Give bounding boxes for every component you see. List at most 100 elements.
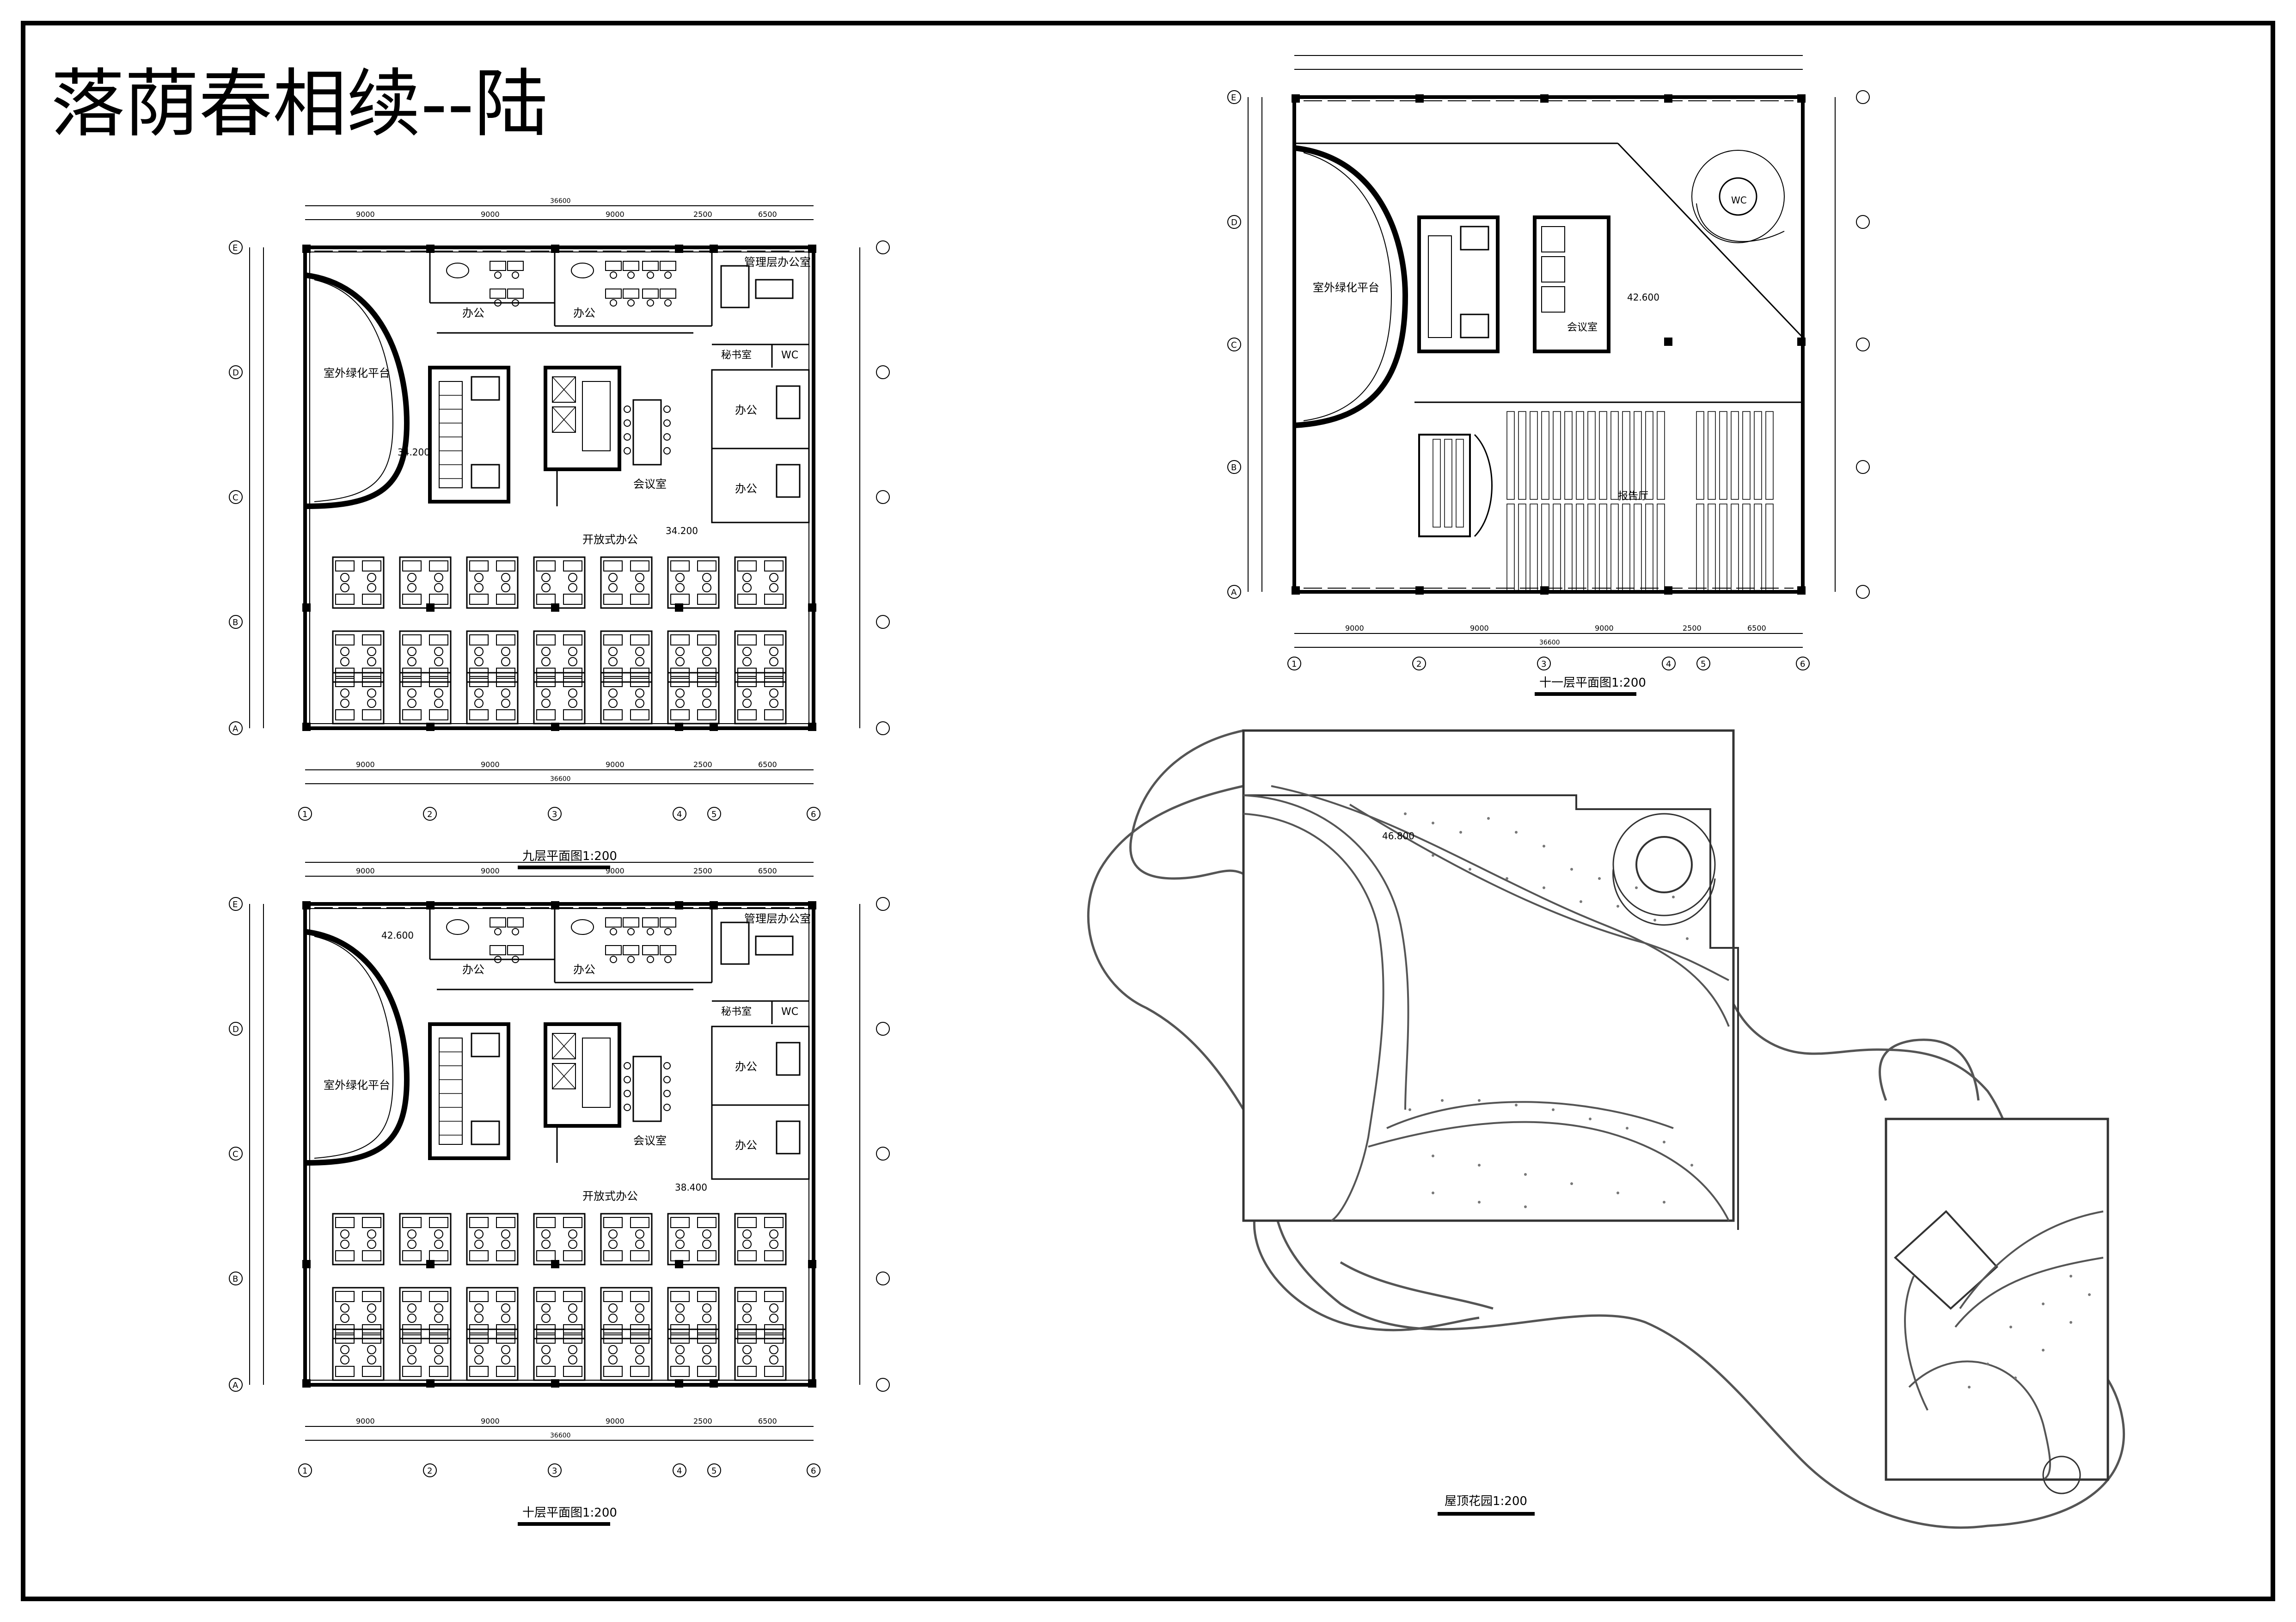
room-wc: WC (781, 350, 798, 361)
dim-bay: 2500 (693, 866, 712, 875)
room-secretary: 秘书室 (721, 350, 752, 361)
dim-bay: 2500 (693, 760, 712, 769)
axis-col: 4 (677, 810, 682, 819)
dim-bay: 6500 (758, 866, 777, 875)
plan-10f: 室外绿化平台 办公 办公 管理层办公室 秘书室 WC 办公 办公 会议室 开放式… (229, 862, 890, 1526)
dim-bay: 9000 (481, 866, 500, 875)
room-lounge: 会议室 (1567, 322, 1598, 333)
axis-row: E (233, 243, 238, 253)
dim-bay: 2500 (693, 210, 712, 219)
room-meeting: 会议室 (633, 478, 667, 491)
room-office-d: 办公 (735, 1139, 757, 1152)
axis-row: E (1231, 93, 1236, 103)
room-open-office: 开放式办公 (582, 1190, 638, 1203)
axis-row: D (1231, 218, 1237, 227)
axis-row: A (233, 1381, 239, 1390)
axis-col: 6 (811, 1466, 816, 1476)
dim-bay: 9000 (481, 760, 500, 769)
plan-roof-garden: 46.800 屋顶花园1:200 (1087, 729, 2125, 1529)
dim-bay: 9000 (606, 210, 625, 219)
room-secretary: 秘书室 (721, 1006, 752, 1018)
caption-underline (1438, 1512, 1535, 1516)
plan-caption: 九层平面图1:200 (522, 849, 617, 863)
sheet-title: 落荫春相续--陆 (51, 61, 548, 147)
dim-bay: 6500 (1747, 624, 1766, 633)
room-office-a: 办公 (462, 963, 484, 976)
room-mgmt: 管理层办公室 (744, 256, 811, 269)
room-office-b: 办公 (573, 307, 595, 319)
dim-bay: 9000 (1595, 624, 1614, 633)
dim-total: 36600 (550, 197, 571, 205)
axis-row: B (233, 1274, 238, 1284)
axis-row: A (233, 724, 239, 734)
elevation-mark: 34.200 (666, 525, 698, 536)
dim-bay: 6500 (758, 1417, 777, 1425)
plan-caption: 屋顶花园1:200 (1445, 1494, 1527, 1508)
room-office-b: 办公 (573, 963, 595, 976)
dim-bay: 9000 (481, 1417, 500, 1425)
axis-col: 4 (1666, 659, 1671, 669)
room-terrace: 室外绿化平台 (324, 1079, 390, 1092)
room-auditorium: 报告厅 (1618, 491, 1648, 502)
elevation-mark: 34.200 (398, 447, 430, 458)
dim-bay: 9000 (356, 210, 375, 219)
room-wc: WC (1731, 195, 1747, 206)
dim-bay: 2500 (693, 1417, 712, 1425)
elevation-mark: 38.400 (675, 1182, 707, 1193)
axis-col: 3 (552, 1466, 557, 1476)
axis-col: 1 (302, 1466, 307, 1476)
caption-underline (518, 866, 610, 869)
dim-bay: 6500 (758, 760, 777, 769)
room-open-office: 开放式办公 (582, 533, 638, 546)
dim-bay: 9000 (1470, 624, 1489, 633)
axis-col: 6 (1800, 659, 1805, 669)
dim-bay: 9000 (606, 866, 625, 875)
elevation-mark: 46.800 (1382, 830, 1414, 842)
room-wc: WC (781, 1006, 798, 1018)
room-office-c: 办公 (735, 1060, 757, 1073)
axis-row: C (1231, 340, 1237, 350)
plan-9f: 室外绿化平台 办公 办公 管理层办公室 秘书室 WC 办公 办公 会议室 开放式… (229, 197, 890, 869)
elevation-mark: 42.600 (1627, 292, 1659, 303)
axis-row: D (233, 1025, 239, 1034)
plan-caption: 十层平面图1:200 (522, 1506, 617, 1520)
dim-bay: 9000 (1345, 624, 1364, 633)
axis-row: E (233, 900, 238, 909)
dim-bay: 9000 (606, 760, 625, 769)
room-office-d: 办公 (735, 482, 757, 495)
dim-bay: 2500 (1683, 624, 1702, 633)
dim-bay: 9000 (606, 1417, 625, 1425)
axis-row: D (233, 368, 239, 378)
dim-bay: 9000 (356, 866, 375, 875)
axis-row: C (233, 1149, 239, 1159)
dim-bay: 9000 (356, 1417, 375, 1425)
axis-col: 1 (302, 810, 307, 819)
axis-col: 2 (427, 1466, 432, 1476)
dim-bay: 9000 (481, 210, 500, 219)
axis-col: 1 (1292, 659, 1297, 669)
axis-col: 6 (811, 810, 816, 819)
axis-row: B (233, 618, 238, 627)
axis-col: 5 (711, 1466, 716, 1476)
room-terrace: 室外绿化平台 (1313, 281, 1379, 294)
room-office-c: 办公 (735, 404, 757, 417)
dim-total: 36600 (1539, 639, 1560, 646)
axis-col: 4 (677, 1466, 682, 1476)
caption-underline (1535, 692, 1636, 696)
axis-row: A (1231, 588, 1237, 597)
axis-col: 2 (1416, 659, 1421, 669)
sheet-border (21, 21, 2275, 1601)
axis-col: 5 (1701, 659, 1706, 669)
dim-total: 36600 (550, 1432, 571, 1439)
axis-col: 3 (1541, 659, 1546, 669)
axis-col: 3 (552, 810, 557, 819)
dim-total: 36600 (550, 775, 571, 783)
plan-11f: WC 会议室 42.600 (1227, 55, 1870, 696)
dim-bay: 6500 (758, 210, 777, 219)
room-mgmt: 管理层办公室 (744, 912, 811, 925)
elevation-mark: 42.600 (381, 930, 414, 941)
axis-col: 5 (711, 810, 716, 819)
room-meeting: 会议室 (633, 1134, 667, 1147)
room-terrace: 室外绿化平台 (324, 367, 390, 380)
